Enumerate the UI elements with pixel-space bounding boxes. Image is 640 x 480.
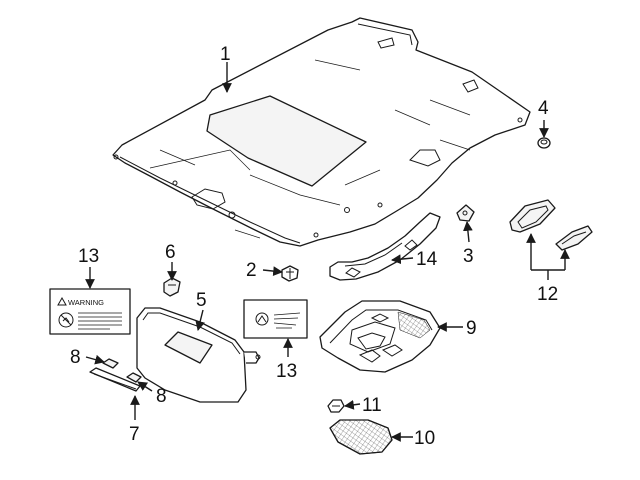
warning-label: WARNING <box>49 288 131 335</box>
callout-10: 10 <box>414 428 435 449</box>
callout-2: 2 <box>246 260 257 281</box>
airbag-icon <box>255 312 269 326</box>
callout-1: 1 <box>220 44 231 65</box>
part-12-covers <box>509 199 593 251</box>
part-3-bracket <box>456 204 475 222</box>
leader-lines <box>85 62 570 442</box>
warning-triangle-icon <box>57 296 67 306</box>
callout-11: 11 <box>362 395 382 416</box>
callout-8-lower: 8 <box>156 386 167 407</box>
callout-9: 9 <box>466 318 477 339</box>
leader-3 <box>463 221 473 243</box>
part-2-clip <box>281 265 299 282</box>
part-10-lens <box>329 419 393 455</box>
leader-5 <box>195 309 205 331</box>
callout-13-right: 13 <box>276 361 297 382</box>
callout-numbers: 1 2 3 4 5 6 7 8 8 9 10 11 12 13 13 14 <box>70 44 558 449</box>
callout-13-left: 13 <box>78 246 99 267</box>
part-11-bulb <box>327 399 345 413</box>
callout-12: 12 <box>537 284 558 305</box>
part-8-clip-lower <box>126 372 142 383</box>
leader-2 <box>262 266 283 276</box>
headliner <box>112 17 531 247</box>
callout-4: 4 <box>538 98 549 119</box>
prohibition-circle-icon <box>58 312 74 328</box>
part-4-clip <box>537 137 551 149</box>
leader-14 <box>391 254 414 265</box>
callout-6: 6 <box>165 242 176 263</box>
part-9-overhead-console <box>319 300 441 373</box>
callout-14: 14 <box>416 249 438 270</box>
callout-8-upper: 8 <box>70 347 81 368</box>
callout-7: 7 <box>129 424 140 445</box>
warning-label-text: WARNING <box>68 298 104 307</box>
callout-3: 3 <box>463 246 474 267</box>
part-6-clip <box>163 277 181 297</box>
airbag-label <box>243 299 308 339</box>
leader-8b <box>137 381 153 392</box>
part-8-clip-upper <box>102 358 119 369</box>
part-14-grab-handle <box>329 212 441 281</box>
part-5-sun-visor <box>136 307 261 403</box>
sunroof-opening <box>206 95 367 187</box>
leader-8a <box>85 354 105 365</box>
leader-11 <box>344 399 361 410</box>
callout-5: 5 <box>196 290 207 311</box>
